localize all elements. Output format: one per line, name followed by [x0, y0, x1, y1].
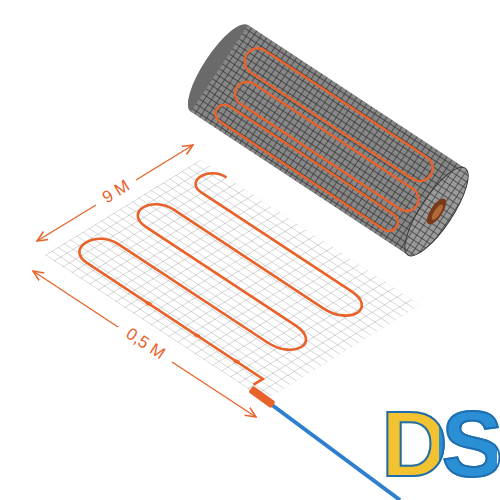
- power-lead: [248, 386, 400, 500]
- brand-logo: DS: [381, 392, 497, 497]
- dimension-label: 9 M: [99, 176, 134, 208]
- mat-roll: [177, 16, 478, 264]
- dimension-lines: [33, 145, 256, 417]
